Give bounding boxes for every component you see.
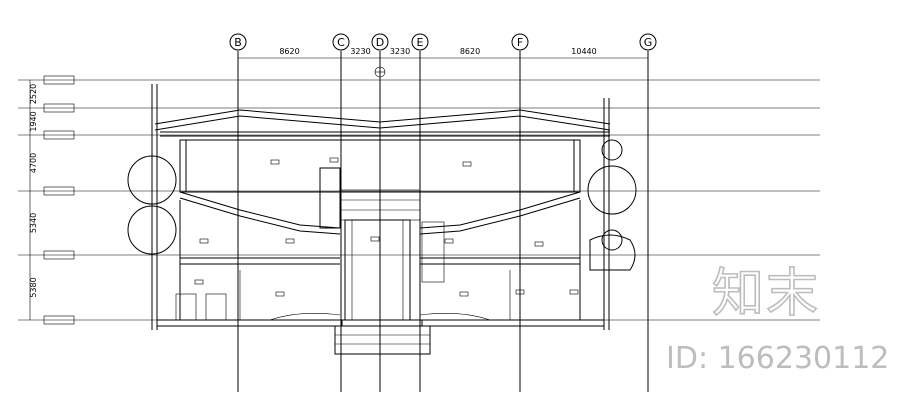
axis-label-g: G bbox=[644, 36, 653, 49]
axis-dimension-text: 3230 bbox=[350, 47, 370, 56]
axis-label-b: B bbox=[234, 36, 242, 49]
axis-label-f: F bbox=[517, 36, 523, 49]
axis-bubble-b bbox=[229, 33, 247, 51]
axis-bubble-g bbox=[639, 33, 657, 51]
level-dimension-text: 5380 bbox=[29, 277, 38, 297]
axis-bubble-d bbox=[371, 33, 389, 51]
roof bbox=[151, 84, 611, 330]
axis-bubble-c bbox=[332, 33, 350, 51]
watermark-logo: 知末 bbox=[711, 264, 821, 324]
interior bbox=[157, 139, 604, 355]
axis-label-e: E bbox=[417, 36, 424, 49]
watermark-id: ID: 166230112 bbox=[666, 341, 890, 376]
level-dimension-text: 4700 bbox=[29, 153, 38, 173]
axis-dimension-text: 8620 bbox=[279, 47, 299, 56]
axis-label-d: D bbox=[376, 36, 384, 49]
grid-axes: B C D E F G bbox=[229, 33, 657, 392]
axis-label-c: C bbox=[337, 36, 345, 49]
level-tags bbox=[43, 75, 75, 325]
axis-bubble-e bbox=[411, 33, 429, 51]
level-dimension-text: 1940 bbox=[29, 111, 38, 131]
axis-bubble-f bbox=[511, 33, 529, 51]
side-pods bbox=[127, 139, 637, 271]
axis-dimension-text: 10440 bbox=[571, 47, 596, 56]
level-dimension-text: 2520 bbox=[29, 84, 38, 104]
axis-dimension-text: 3230 bbox=[390, 47, 410, 56]
axis-dimension-text: 8620 bbox=[460, 47, 480, 56]
level-dimension-text: 5340 bbox=[29, 213, 38, 233]
axis-dimensions: 8620 3230 3230 8620 10440 bbox=[279, 47, 596, 56]
axis-marker bbox=[374, 66, 386, 78]
room-tags bbox=[194, 157, 579, 297]
level-dimensions: 2520 1940 4700 5340 5380 bbox=[29, 84, 38, 298]
